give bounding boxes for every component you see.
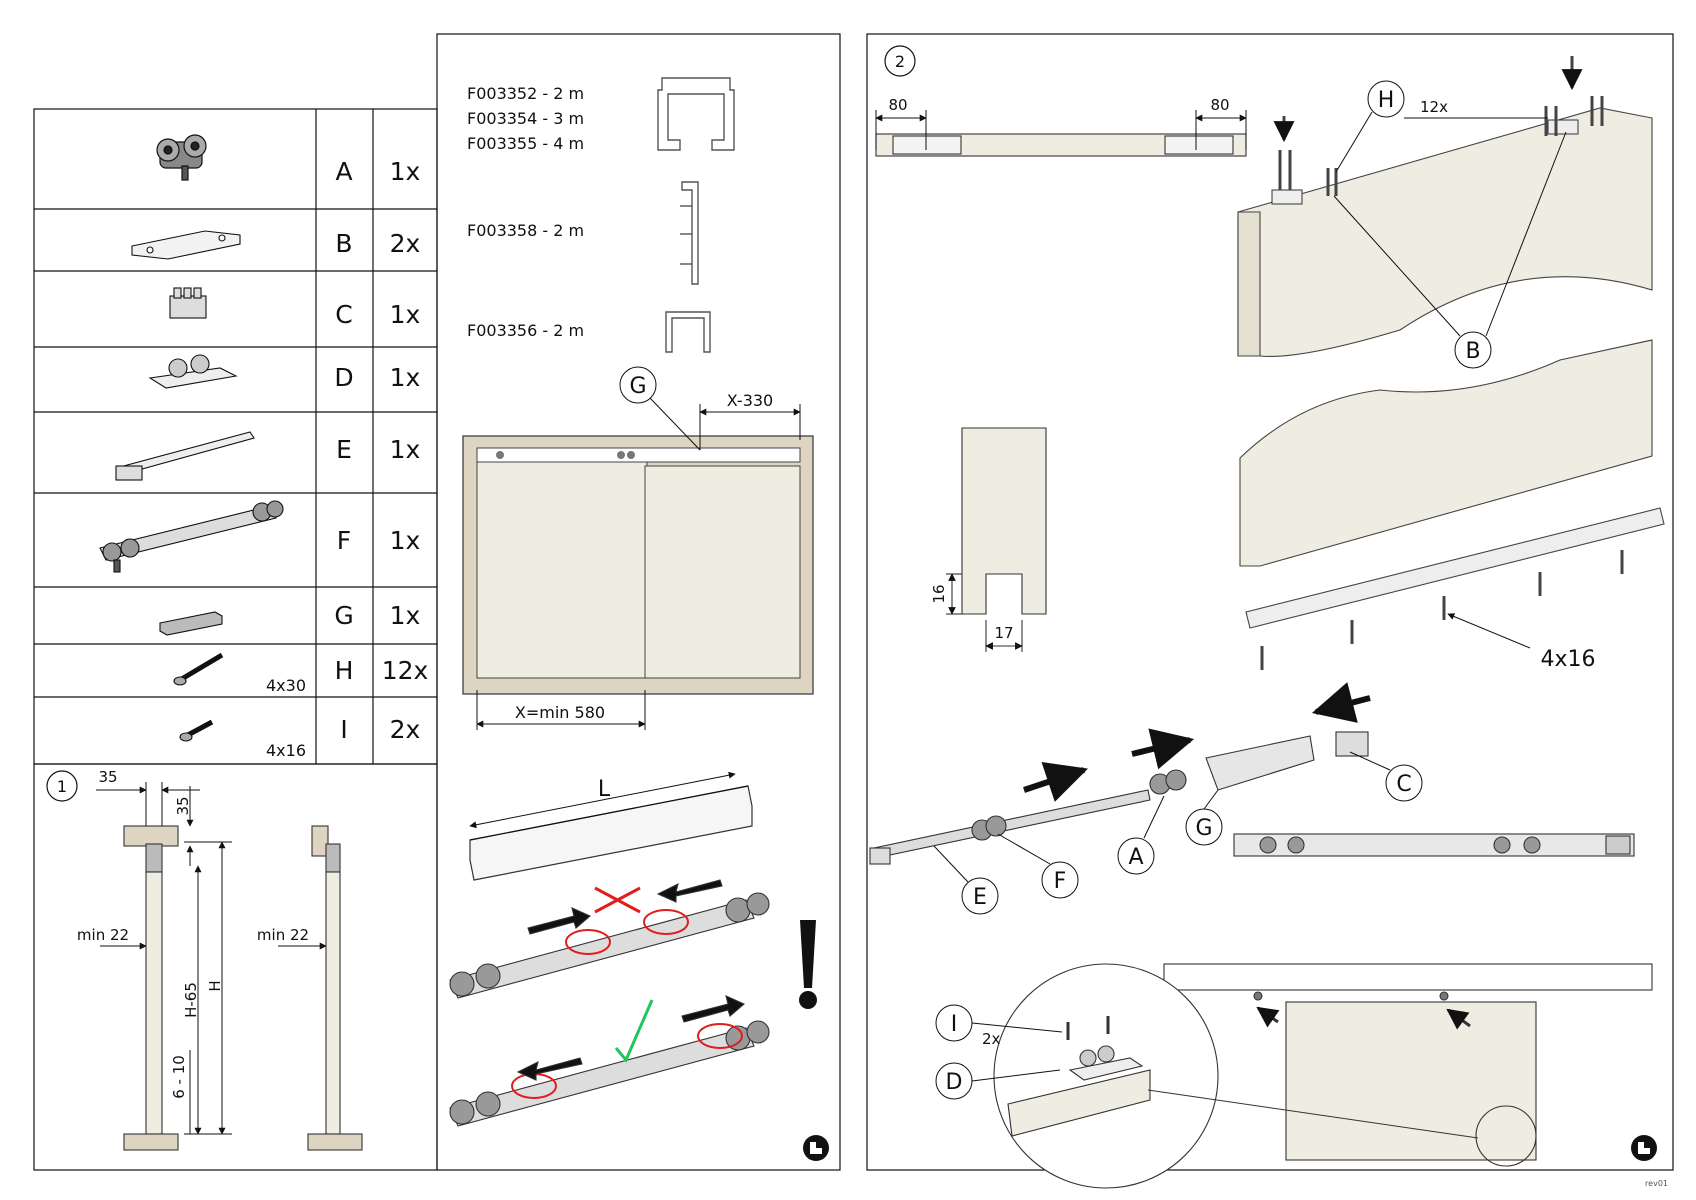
part-qty: 12x — [382, 656, 429, 685]
assembly-callouts — [933, 751, 1423, 915]
callout-a: A — [1128, 845, 1143, 870]
part-c-stopper-icon — [169, 287, 207, 319]
edge-right-dim: 80 — [1210, 96, 1229, 114]
part-d-guide-icon — [148, 354, 238, 389]
part-e-softclose-icon — [115, 431, 255, 481]
part-qty: 2x — [390, 229, 421, 258]
track-code: F003354 - 3 m — [467, 109, 584, 128]
dim-35-vertical: 35 — [174, 796, 192, 815]
step-1-number: 1 — [57, 777, 67, 796]
dim-h-minus: H-65 — [182, 982, 200, 1018]
step-1-dimensions — [96, 782, 327, 1135]
track-code: F003352 - 2 m — [467, 84, 584, 103]
callout-d: D — [946, 1070, 963, 1095]
part-qty: 1x — [390, 300, 421, 329]
part-qty: 1x — [390, 435, 421, 464]
groove-height: 16 — [930, 584, 948, 603]
step-2-panel — [866, 33, 1674, 1171]
hanging-door — [1163, 963, 1653, 1167]
part-letter: D — [334, 363, 353, 392]
part-qty: 1x — [390, 601, 421, 630]
part-b-plate-icon — [131, 230, 241, 260]
callout-e: E — [973, 885, 987, 910]
assembled-track — [1233, 833, 1635, 857]
parts-table-text: A 1x B 2x C 1x D 1x E 1x F 1x G 1x H 12x… — [266, 157, 428, 760]
screw-callouts — [1333, 80, 1567, 369]
part-letter: H — [335, 656, 354, 685]
edge-left-dim: 80 — [888, 96, 907, 114]
profile-codes: F003352 - 2 m F003354 - 3 m F003355 - 4 … — [467, 84, 584, 340]
groove-width: 17 — [994, 624, 1013, 642]
callout-g: G — [629, 374, 646, 399]
guide-profile-icon — [665, 311, 711, 353]
part-i-screw-icon — [179, 719, 214, 742]
dim-h: H — [206, 980, 224, 991]
part-letter: F — [337, 526, 351, 555]
floor-guide-rail — [1245, 507, 1665, 629]
part-letter: A — [335, 157, 352, 186]
callout-f: F — [1054, 869, 1067, 894]
stopper-count: 2x — [982, 1030, 1001, 1048]
step-2-number: 2 — [895, 52, 905, 71]
callout-b: B — [1465, 339, 1480, 364]
dim-length: L — [598, 777, 611, 802]
step-1-panel — [33, 763, 438, 1171]
part-h-screw-icon — [173, 652, 224, 686]
door-top-plates — [875, 133, 1247, 157]
part-letter: I — [340, 715, 347, 744]
door-bottom-3d — [1239, 339, 1653, 567]
overview-dimensions — [476, 366, 801, 730]
brand-logo-icon — [803, 1135, 829, 1161]
carriage-correct — [449, 995, 770, 1127]
groove-section — [946, 427, 1047, 652]
guide-screw-size: 4x16 — [1540, 647, 1595, 672]
part-f-carriage-icon — [99, 500, 284, 573]
part-letter: E — [336, 435, 352, 464]
part-g-bracket-icon — [159, 611, 223, 636]
part-qty: 1x — [390, 157, 421, 186]
dim-x-min: X=min 580 — [515, 703, 605, 722]
part-letter: C — [335, 300, 352, 329]
guide-screws — [1260, 550, 1624, 670]
cabinet-overview — [462, 435, 814, 695]
brand-logo-icon — [1631, 1135, 1657, 1161]
part-size: 4x16 — [266, 741, 306, 760]
zoom-callouts — [935, 1004, 1063, 1100]
warning-icon — [799, 920, 817, 1009]
dim-floor-gap: 6 - 10 — [170, 1055, 188, 1099]
min-gap-right: min 22 — [257, 926, 309, 944]
min-gap-left: min 22 — [77, 926, 129, 944]
callout-i: I — [951, 1012, 958, 1037]
part-qty: 1x — [390, 363, 421, 392]
callout-g: G — [1195, 816, 1212, 841]
track-length-detail — [469, 771, 753, 881]
part-letter: B — [335, 229, 352, 258]
carriage-assembly — [869, 682, 1371, 865]
dim-x-330: X-330 — [727, 391, 773, 410]
track-code: F003355 - 4 m — [467, 134, 584, 153]
screw-count: 12x — [1420, 98, 1448, 116]
dim-35-horizontal: 35 — [98, 768, 117, 786]
edge-distance-dims — [875, 110, 1247, 150]
cover-profile-icon — [680, 181, 699, 285]
carriage-wrong — [449, 879, 770, 999]
door-side-view-right — [307, 825, 363, 1151]
guide-code: F003356 - 2 m — [467, 321, 584, 340]
part-a-roller-icon — [156, 134, 207, 181]
part-letter: G — [334, 601, 353, 630]
callout-h: H — [1378, 88, 1395, 113]
floor-guide-zoom — [993, 963, 1479, 1189]
track-profile-icon — [657, 77, 735, 151]
door-side-view-left — [123, 825, 179, 1151]
door-top-3d — [1237, 56, 1653, 357]
part-qty: 1x — [390, 526, 421, 555]
callout-c: C — [1396, 772, 1411, 797]
part-qty: 2x — [390, 715, 421, 744]
cover-code: F003358 - 2 m — [467, 221, 584, 240]
profiles-panel — [436, 33, 841, 1171]
part-size: 4x30 — [266, 676, 306, 695]
revision-label: rev01 — [1645, 1179, 1668, 1188]
